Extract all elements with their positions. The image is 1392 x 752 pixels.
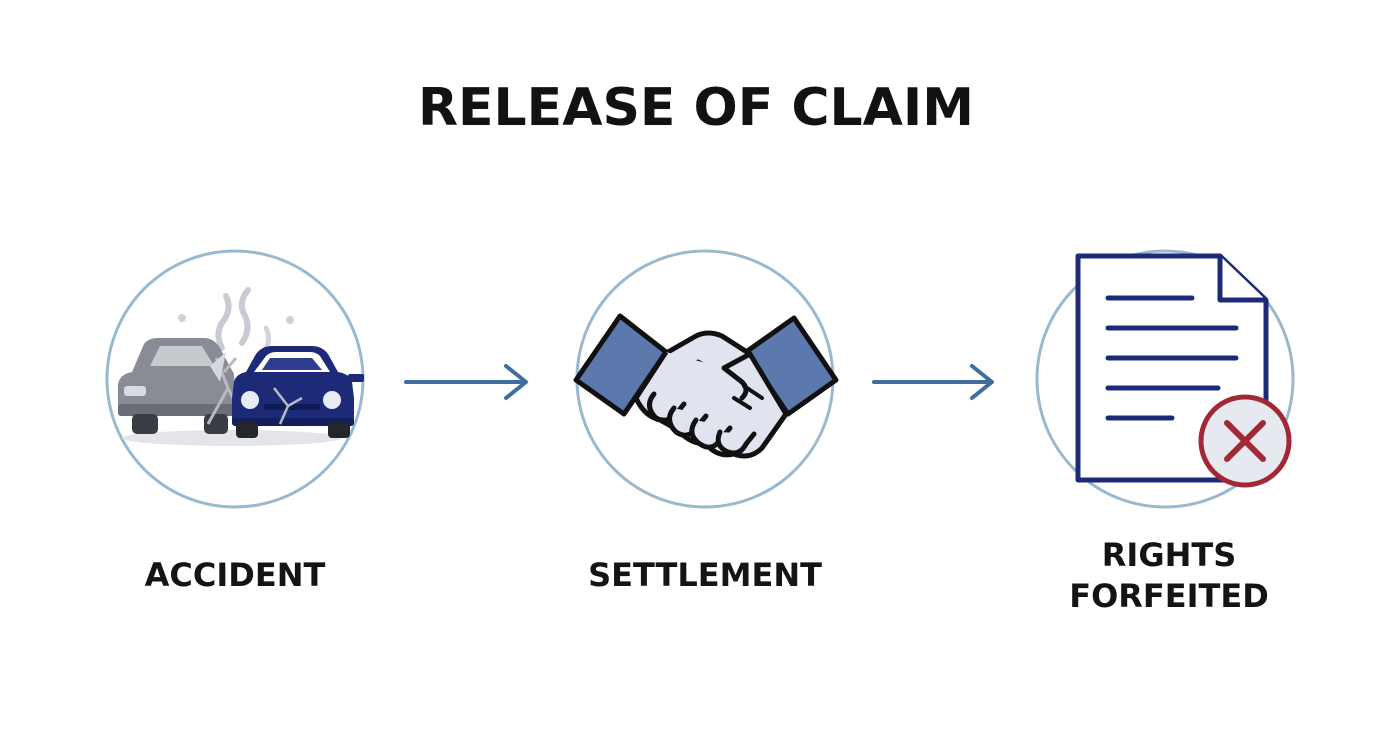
document-cancel-icon	[1035, 249, 1295, 509]
label-line: RIGHTS	[1101, 536, 1237, 574]
step-label-accident: ACCIDENT	[144, 556, 326, 594]
arrow-right-icon	[404, 364, 528, 400]
step-settlement	[573, 248, 839, 510]
step-rights-forfeited	[1034, 248, 1296, 510]
car-crash-icon	[105, 249, 365, 509]
step-label-settlement: SETTLEMENT	[588, 556, 822, 594]
arrow-right-icon	[872, 364, 994, 400]
diagram-title: RELEASE OF CLAIM	[417, 78, 974, 138]
step-accident	[104, 248, 366, 510]
handshake-icon	[573, 249, 839, 509]
step-label-rights-forfeited: RIGHTS FORFEITED	[1009, 535, 1329, 617]
label-line: FORFEITED	[1069, 577, 1269, 615]
